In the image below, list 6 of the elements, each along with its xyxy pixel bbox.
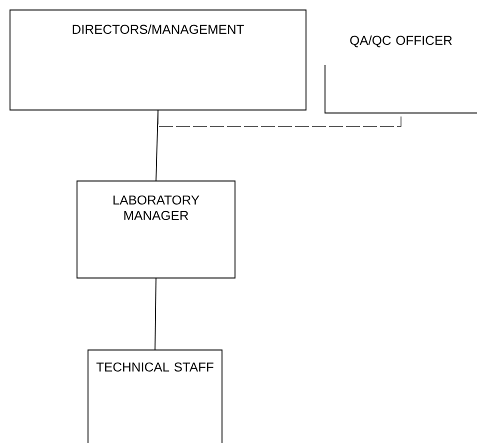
- connector-line: [158, 110, 402, 127]
- org-box: TECHNICAL STAFF: [88, 350, 222, 443]
- connector-line: [154, 278, 156, 350]
- org-box: QA/QC OFFICER: [324, 35, 477, 114]
- org-box: LABORATORY MANAGER: [76, 180, 236, 278]
- org-box: DIRECTORS/MANAGEMENT: [10, 10, 306, 110]
